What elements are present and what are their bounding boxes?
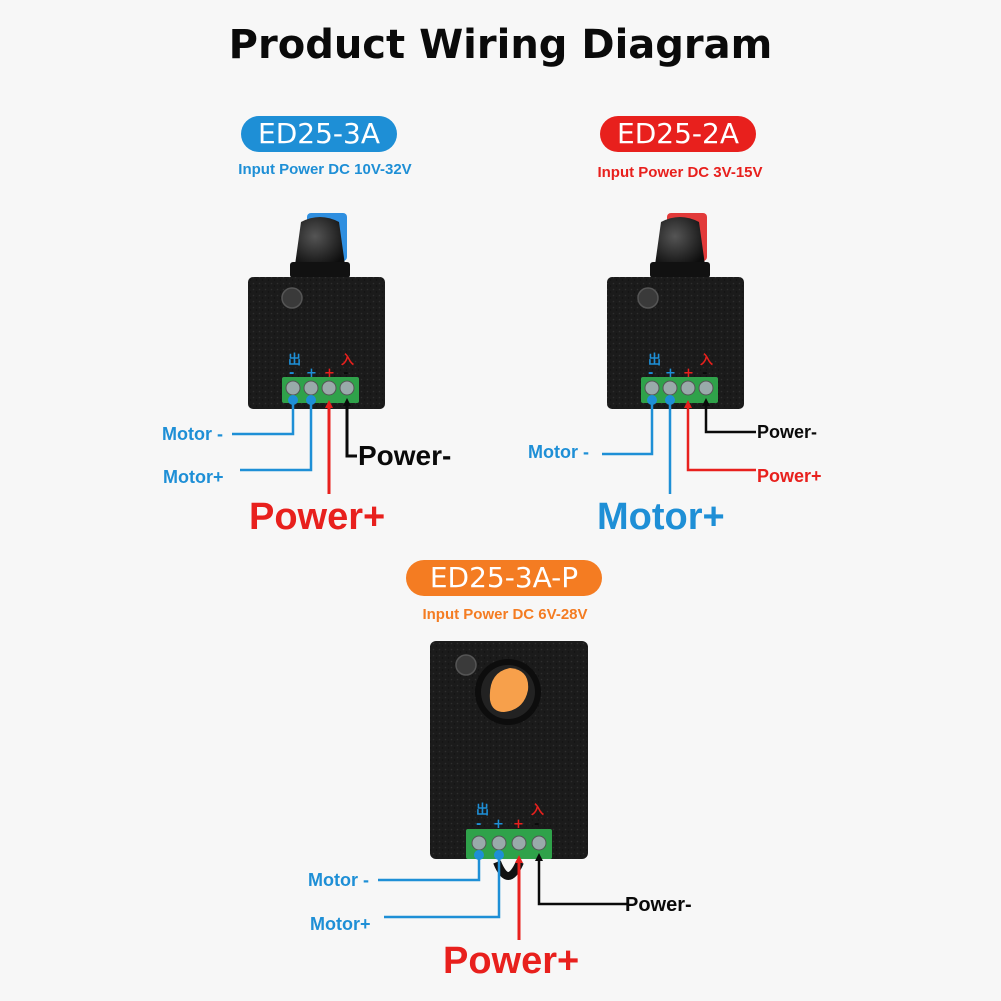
label-motor-minus-1: Motor -	[162, 424, 223, 444]
label-motor-plus-3: Motor+	[310, 914, 371, 934]
red-cap-knob	[650, 213, 710, 278]
svg-text:-: -	[476, 817, 481, 832]
label-motor-plus-1: Motor+	[163, 467, 224, 487]
model-badge-ed25-3a-p: ED25-3A-P	[406, 560, 602, 596]
wire-motor-minus	[232, 400, 295, 436]
label-power-minus-1: Power-	[358, 440, 452, 471]
wire-power-plus	[684, 400, 756, 472]
svg-text:+: +	[306, 366, 317, 381]
svg-text:+: +	[513, 817, 524, 832]
svg-text:-: -	[289, 366, 294, 381]
wire-motor-plus	[240, 400, 313, 472]
label-motor-plus-2: Motor+	[597, 496, 725, 538]
indicator-led	[455, 654, 477, 676]
svg-text:-: -	[702, 366, 707, 381]
label-motor-minus-2: Motor -	[528, 442, 589, 462]
wire-power-minus	[343, 398, 357, 458]
svg-text:-: -	[534, 817, 539, 832]
input-power-ed25-3a-p: Input Power DC 6V-28V	[422, 606, 588, 623]
svg-text:出: 出	[476, 802, 489, 818]
indicator-led	[637, 287, 659, 309]
label-power-minus-2: Power-	[757, 422, 818, 442]
label-power-plus-3: Power+	[443, 940, 580, 982]
controller-ed25-3a: 出 入 - + + -	[232, 213, 385, 494]
svg-text:+: +	[493, 817, 504, 832]
svg-text:+: +	[665, 366, 676, 381]
orange-rocker-switch	[475, 659, 541, 725]
input-power-ed25-3a: Input Power DC 10V-32V	[238, 161, 412, 178]
wire-motor-minus	[378, 855, 481, 882]
controller-ed25-2a: 出 入 - + + -	[602, 213, 756, 494]
svg-text:入: 入	[341, 353, 354, 368]
svg-text:-: -	[343, 366, 348, 381]
svg-text:+: +	[683, 366, 694, 381]
wire-motor-minus	[602, 400, 654, 456]
blue-cap-knob	[290, 213, 350, 278]
label-power-minus-3: Power-	[625, 894, 692, 916]
terminal-block	[466, 829, 552, 859]
label-power-plus-1: Power+	[249, 496, 386, 538]
wire-motor-plus	[384, 855, 501, 919]
model-badge-ed25-2a: ED25-2A	[600, 116, 756, 152]
controller-ed25-3a-p: 出 入 - + + -	[378, 641, 628, 940]
model-badge-ed25-3a: ED25-3A	[241, 116, 397, 152]
label-motor-minus-3: Motor -	[308, 870, 369, 890]
diagram-title: Product Wiring Diagram	[228, 22, 773, 68]
label-power-plus-2: Power+	[757, 466, 822, 486]
terminal-block	[282, 377, 359, 403]
input-power-ed25-2a: Input Power DC 3V-15V	[597, 164, 763, 181]
svg-text:出: 出	[648, 352, 661, 368]
svg-text:入: 入	[700, 353, 713, 368]
svg-text:+: +	[324, 366, 335, 381]
wire-power-minus	[702, 398, 756, 434]
indicator-led	[281, 287, 303, 309]
wire-power-minus	[535, 853, 628, 906]
svg-text:出: 出	[288, 352, 301, 368]
svg-text:-: -	[648, 366, 653, 381]
terminal-block	[641, 377, 718, 403]
svg-text:入: 入	[531, 803, 544, 818]
